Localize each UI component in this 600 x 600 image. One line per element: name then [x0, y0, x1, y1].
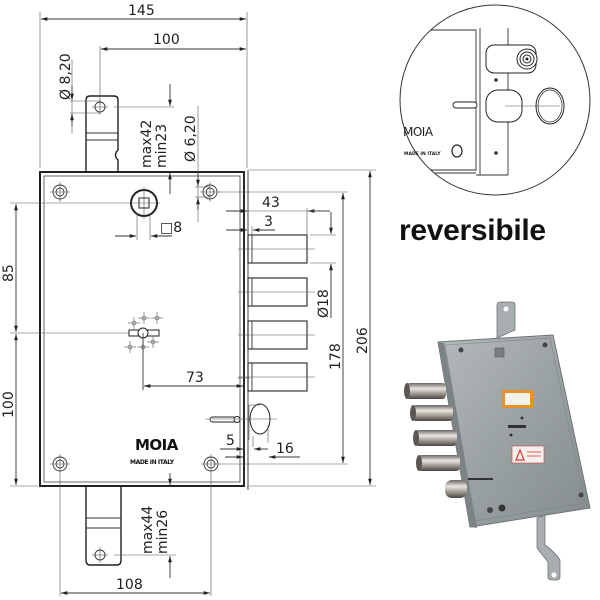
screw-hole-bottom-left	[50, 454, 70, 474]
bolts	[238, 234, 315, 392]
screw-hole-bottom-right	[201, 454, 221, 474]
dim-dia-18: Ø18	[316, 289, 332, 318]
bolt	[238, 362, 315, 392]
reversible-caption: reversibile	[399, 214, 546, 247]
dim-108: 108	[116, 577, 143, 593]
photo-bolts	[404, 383, 467, 498]
spindle-hub	[128, 187, 160, 219]
dim-100-left: 100	[1, 391, 17, 418]
dim-min26: min26	[155, 510, 171, 554]
made-in-label: MADE IN ITALY	[130, 459, 175, 466]
lock-photo	[404, 301, 591, 581]
bolt	[238, 234, 315, 264]
dim-square-8: □8	[160, 220, 182, 236]
bottom-strike-tab	[85, 485, 122, 566]
latch	[205, 403, 277, 447]
dim-145: 145	[128, 3, 155, 19]
screw-hole-top-left	[50, 182, 70, 202]
dim-5: 5	[226, 433, 235, 449]
dim-dia-8-20: Ø 8,20	[58, 53, 74, 100]
dim-206: 206	[355, 327, 371, 354]
dimensions: 145 100 Ø 8,20 max42 min23 Ø 6,20 □8	[1, 3, 376, 596]
dim-178: 178	[328, 343, 344, 370]
dim-85: 85	[1, 264, 17, 282]
dim-max42: max42	[139, 120, 155, 168]
dim-43: 43	[262, 195, 280, 211]
dim-min23: min23	[154, 124, 170, 168]
dim-100-top: 100	[153, 32, 180, 48]
detail-made-in-label: MADE IN ITALY	[404, 151, 441, 157]
brand-label: MOIA	[135, 436, 179, 454]
dim-73: 73	[186, 370, 204, 386]
detail-brand-label: MOIA	[403, 125, 434, 139]
dim-3: 3	[264, 214, 273, 230]
top-strike-tab	[85, 95, 119, 172]
detail-view: MOIA MADE IN ITALY	[399, 4, 591, 196]
lock-body: MOIA MADE IN ITALY	[39, 95, 315, 566]
cylinder-cutout	[124, 312, 163, 390]
dim-16: 16	[276, 441, 294, 457]
screw-hole-top-right	[200, 182, 220, 202]
dim-max44: max44	[140, 506, 156, 554]
bolt	[238, 320, 315, 350]
dim-dia-6-20: Ø 6,20	[183, 115, 199, 162]
bolt	[238, 277, 315, 307]
